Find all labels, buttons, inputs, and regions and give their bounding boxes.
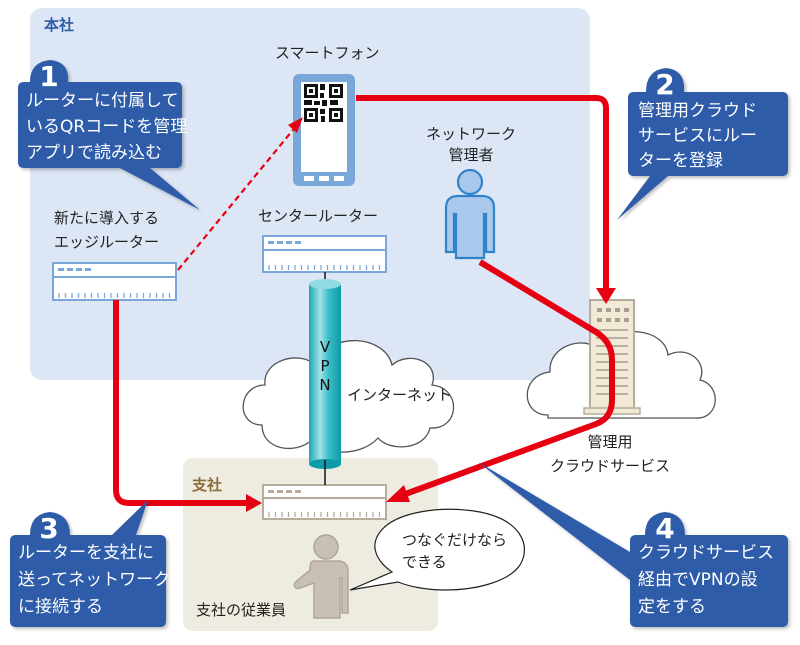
center-router-label: センタールーター (258, 207, 379, 225)
ship-router-arrow (113, 300, 262, 512)
callout-4-shape (478, 462, 788, 627)
cloud-service-label-line1: 管理用 (587, 433, 633, 451)
callout-1-number: 1 (39, 60, 59, 93)
qr-scan-arrow (177, 117, 303, 271)
qr-code-icon (304, 84, 343, 122)
branch-zone-title: 支社 (192, 476, 223, 494)
callout-2-number: 2 (655, 68, 675, 101)
vpn-letter-p: P (320, 357, 330, 375)
edge-router-icon (52, 262, 177, 301)
speech-bubble (349, 508, 525, 591)
callout-2-line2: サービスにルー (638, 126, 757, 146)
callout-1-line3: アプリで読み込む (26, 143, 162, 163)
vpn-tunnel (309, 279, 341, 470)
smartphone-icon (293, 74, 355, 186)
internet-label: インターネット (347, 386, 453, 404)
network-admin-label-line2: 管理者 (448, 146, 494, 164)
callout-3-line1: ルーターを支社に (18, 543, 154, 563)
callout-2-line3: ターを登録 (638, 151, 723, 171)
callout-4-line1: クラウドサービス (638, 543, 774, 563)
edge-router-label-line1: 新たに導入する (54, 209, 160, 227)
branch-employee-label: 支社の従業員 (196, 601, 287, 619)
callout-3-line2: 送ってネットワーク (18, 570, 171, 590)
callout-2-line1: 管理用クラウド (638, 101, 757, 121)
branch-employee-person-icon (293, 534, 349, 619)
hq-zone-title: 本社 (44, 16, 75, 34)
callout-1-shape (18, 60, 200, 210)
branch-router-icon (262, 484, 387, 520)
vpn-config-arrow (386, 259, 615, 502)
center-router-icon (262, 235, 387, 273)
smartphone-label: スマートフォン (275, 44, 380, 62)
vpn-letter-v: V (319, 338, 331, 356)
callout-3-shape (10, 500, 166, 627)
network-admin-person-icon (444, 168, 496, 260)
vpn-letter-n: N (319, 376, 331, 394)
edge-router-label-line2: エッジルーター (54, 233, 160, 251)
speech-text-line2: できる (402, 553, 447, 571)
speech-text-line1: つなぐだけなら (402, 531, 508, 549)
callout-3-line3: に接続する (18, 597, 103, 617)
callout-4-line2: 経由でVPNの設 (638, 570, 758, 590)
callout-1-line1: ルーターに付属して (26, 91, 179, 111)
callout-3-number: 3 (39, 512, 59, 545)
callout-4-line3: 定をする (638, 597, 706, 617)
callout-4-number: 4 (655, 512, 675, 545)
callout-1-line2: いるQRコードを管理 (26, 117, 188, 137)
network-admin-label-line1: ネットワーク (425, 125, 516, 143)
register-arrow (356, 95, 616, 304)
callout-2-shape (617, 68, 788, 220)
cloud-service-label-line2: クラウドサービス (549, 457, 670, 475)
